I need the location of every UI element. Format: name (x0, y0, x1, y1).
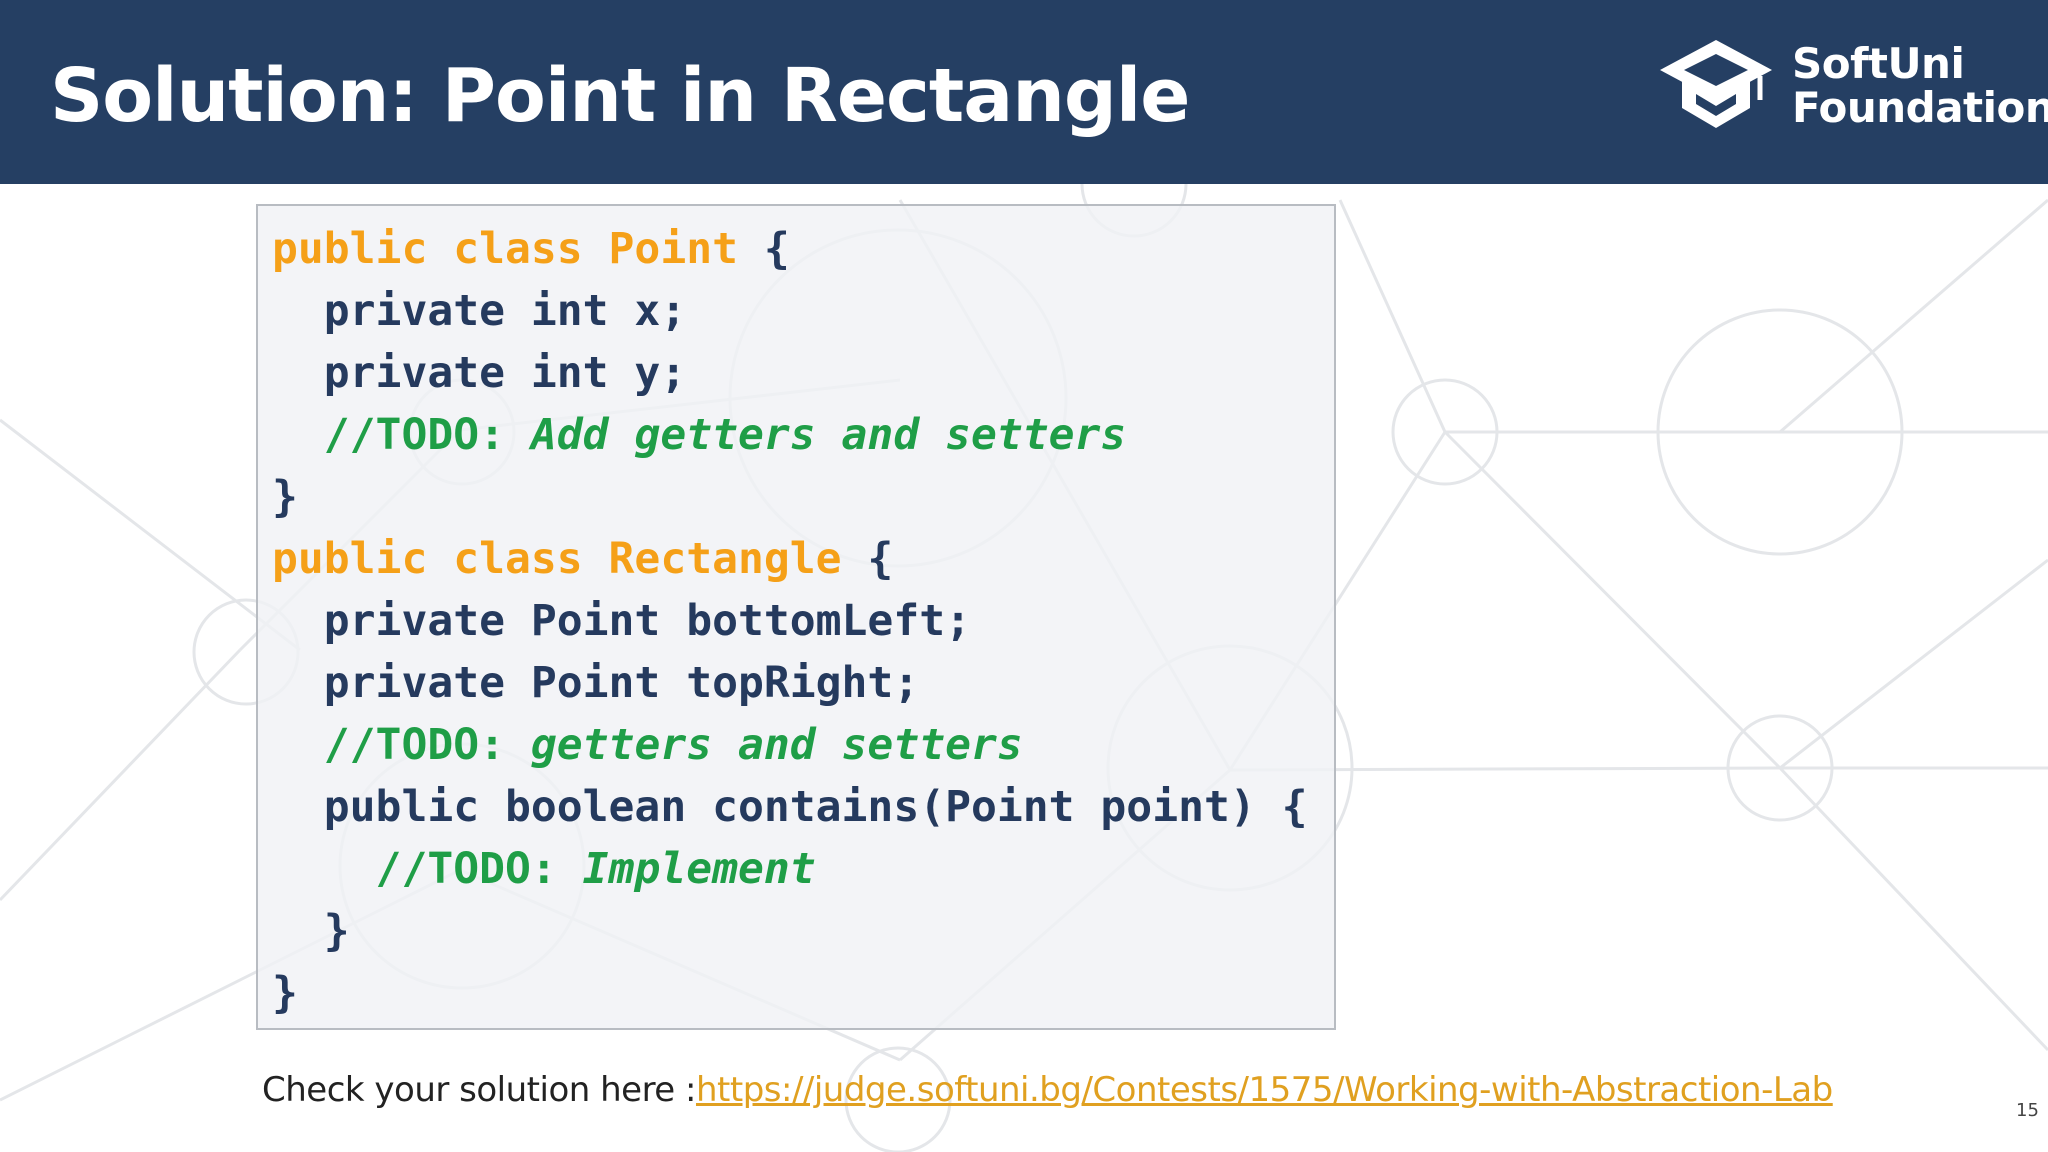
code-comment: //TODO: (272, 720, 531, 770)
code-line: //TODO: Implement (272, 838, 1308, 900)
code-line: private Point topRight; (272, 652, 1308, 714)
code-line: private int x; (272, 280, 1308, 342)
code-text: } (272, 906, 350, 956)
code-text: } (272, 472, 298, 522)
code-comment: //TODO: (272, 410, 531, 460)
code-text: private Point bottomLeft; (272, 596, 971, 646)
code-text: private int x; (272, 286, 687, 336)
code-block: public class Point { private int x; priv… (256, 204, 1336, 1030)
code-keyword: public class Rectangle (272, 534, 842, 584)
code-line: } (272, 962, 1308, 1024)
code-line: } (272, 466, 1308, 528)
code-text: { (841, 534, 894, 584)
code-text: public boolean contains(Point point) { (272, 782, 1308, 832)
page-number: 15 (2016, 1100, 2039, 1121)
graduation-cap-icon (1660, 40, 1772, 128)
code-line: public class Point { (272, 218, 1308, 280)
code-text: } (272, 968, 298, 1018)
code-comment: Implement (582, 844, 816, 894)
code-line: public boolean contains(Point point) { (272, 776, 1308, 838)
code-line: //TODO: Add getters and setters (272, 404, 1308, 466)
slide-title: Solution: Point in Rectangle (50, 53, 1190, 139)
slide-header: Solution: Point in Rectangle SoftUni Fou… (0, 0, 2048, 184)
solution-check-text: Check your solution here :https://judge.… (262, 1068, 1833, 1112)
code-keyword: public class Point (272, 224, 738, 274)
code-line: } (272, 900, 1308, 962)
judge-contest-link[interactable]: https://judge.softuni.bg/Contests/1575/W… (695, 1070, 1833, 1110)
code-line: //TODO: getters and setters (272, 714, 1308, 776)
logo-line-1: SoftUni (1792, 39, 1965, 88)
logo-text: SoftUni Foundation (1792, 42, 2048, 130)
footer-prefix: Check your solution here : (262, 1070, 696, 1110)
logo-line-2: Foundation (1792, 83, 2048, 132)
code-comment: Add getters and setters (530, 410, 1127, 460)
code-lines: public class Point { private int x; priv… (272, 218, 1308, 1024)
code-text: private Point topRight; (272, 658, 920, 708)
code-line: private int y; (272, 342, 1308, 404)
code-text: { (738, 224, 790, 274)
softuni-foundation-logo: SoftUni Foundation (1656, 36, 2048, 136)
code-comment: getters and setters (530, 720, 1023, 770)
code-comment: //TODO: (272, 844, 583, 894)
code-line: public class Rectangle { (272, 528, 1308, 590)
code-line: private Point bottomLeft; (272, 590, 1308, 652)
code-text: private int y; (272, 348, 687, 398)
